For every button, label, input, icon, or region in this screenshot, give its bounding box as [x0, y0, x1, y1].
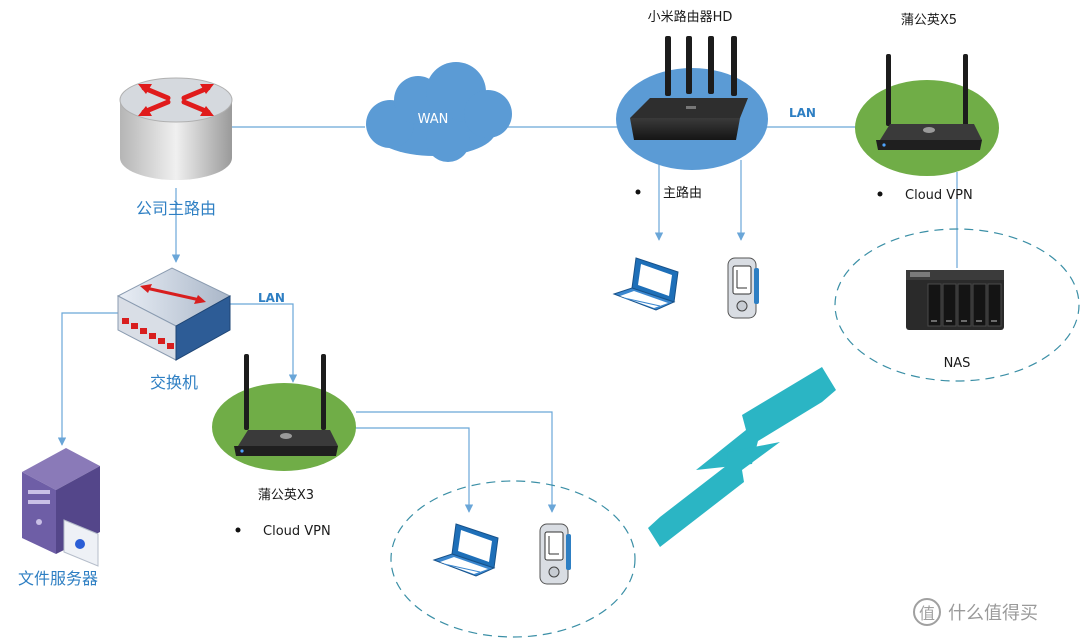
cloud-vpn-x5-bullet: Cloud VPN: [877, 188, 973, 203]
nas-icon: [906, 270, 1004, 330]
lan-label-top: LAN: [789, 106, 816, 120]
cloud-vpn-x3-bullet: Cloud VPN: [235, 524, 331, 539]
xiaomi-router-title: 小米路由器HD: [648, 9, 733, 25]
link-switch-fileserver: [57, 312, 118, 446]
watermark: 值 什么值得买: [913, 598, 1038, 626]
pda-icon: [727, 257, 759, 319]
link-x3-pda: [356, 411, 557, 513]
switch-label: 交换机: [150, 373, 198, 392]
cloud-vpn-x5-label: Cloud VPN: [905, 188, 973, 203]
file-server-icon: [22, 448, 100, 567]
file-server-label: 文件服务器: [18, 569, 98, 588]
svg-text:值: 值: [919, 604, 935, 623]
wan-label: WAN: [418, 112, 449, 127]
link-switch-x3: [230, 303, 298, 383]
laptop-icon: [612, 257, 679, 311]
pgy-x3-icon: [234, 354, 338, 456]
pgy-x5-title: 蒲公英X5: [901, 13, 957, 28]
connectors: [57, 126, 958, 513]
company-router-icon: [119, 77, 233, 180]
laptop-icon: [432, 523, 499, 577]
lan-label-left: LAN: [258, 291, 285, 305]
pgy-x3-ellipse: [212, 383, 356, 471]
vpn-arrow-to-office: [696, 367, 836, 470]
xiaomi-router-icon: [630, 36, 748, 140]
remote-network-circle: [390, 480, 636, 638]
nas-label: NAS: [944, 356, 971, 371]
watermark-text: 什么值得买: [948, 603, 1038, 624]
main-router-bullet: 主路由: [635, 185, 702, 201]
nas-network-circle: [834, 228, 1080, 382]
pda-icon: [539, 523, 571, 585]
link-x3-laptop: [352, 427, 474, 513]
wan-cloud-icon: [366, 62, 512, 162]
company-router-label: 公司主路由: [136, 199, 216, 218]
cloud-vpn-x3-label: Cloud VPN: [263, 524, 331, 539]
pgy-x3-title: 蒲公英X3: [258, 488, 314, 503]
switch-icon: [116, 267, 232, 361]
pgy-x5-icon: [876, 54, 982, 150]
main-router-label: 主路由: [663, 185, 702, 201]
vpn-arrow-to-remote: [648, 442, 780, 547]
